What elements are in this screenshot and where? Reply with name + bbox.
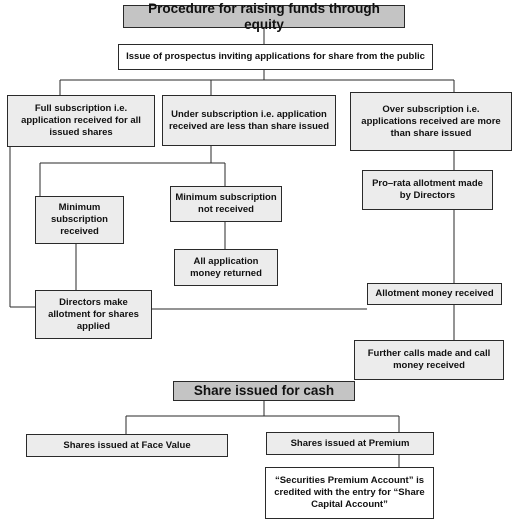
prospectus-box: Issue of prospectus inviting application…	[118, 44, 433, 70]
minimum-subscription-received-box: Minimum subscription received	[35, 196, 124, 244]
procedure-title: Procedure for raising funds through equi…	[123, 1, 405, 32]
further-calls-box: Further calls made and call money receiv…	[354, 340, 504, 380]
over-subscription-box: Over subscription i.e. applications rece…	[350, 92, 512, 151]
all-application-money-returned-box: All application money returned	[174, 249, 278, 286]
shares-at-premium-box: Shares issued at Premium	[266, 432, 434, 455]
full-subscription-box: Full subscription i.e. application recei…	[7, 95, 155, 147]
shares-at-face-value-box: Shares issued at Face Value	[26, 434, 228, 457]
allotment-money-received-box: Allotment money received	[367, 283, 502, 305]
prorata-allotment-box: Pro–rata allotment made by Directors	[362, 170, 493, 210]
directors-allotment-box: Directors make allotment for shares appl…	[35, 290, 152, 339]
minimum-subscription-not-received-box: Minimum subscription not received	[170, 186, 282, 222]
share-issued-for-cash-title: Share issued for cash	[173, 381, 355, 401]
securities-premium-account-box: “Securities Premium Account” is credited…	[265, 467, 434, 519]
under-subscription-box: Under subscription i.e. application rece…	[162, 95, 336, 146]
